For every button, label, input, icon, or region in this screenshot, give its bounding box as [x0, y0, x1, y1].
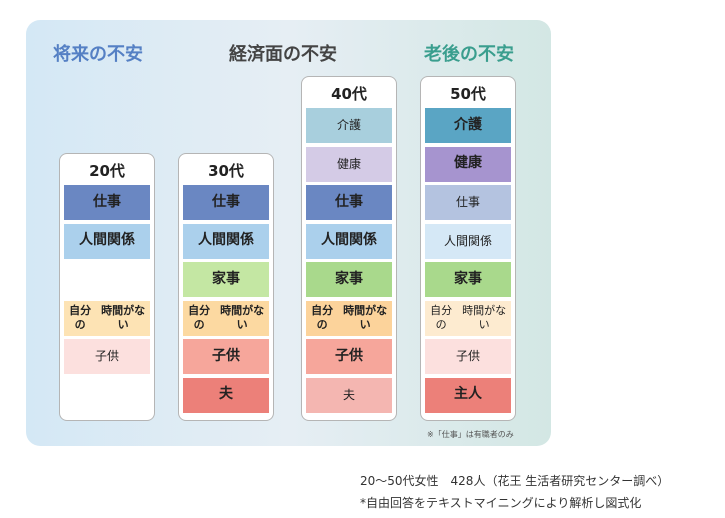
concern-cell: 子供	[183, 339, 269, 374]
concern-cell: 自分の時間がない	[64, 300, 150, 336]
concern-cell: 子供	[306, 339, 392, 374]
concern-cell: 仕事	[183, 185, 269, 220]
concern-cell: 仕事	[306, 185, 392, 220]
concern-cell: 家事	[306, 262, 392, 297]
age-column-title: 30代	[208, 162, 244, 180]
category-future-anxiety: 将来の不安	[53, 44, 143, 65]
concern-cell: 自分の時間がない	[425, 300, 511, 336]
concern-cell: 仕事	[64, 185, 150, 220]
concern-cell: 人間関係	[306, 223, 392, 259]
concern-cell: 夫	[183, 377, 269, 413]
empty-cell	[64, 262, 150, 297]
concern-cell: 介護	[306, 108, 392, 143]
concern-cell: 自分の時間がない	[183, 300, 269, 336]
job-note: ※「仕事」は有職者のみ	[427, 430, 514, 439]
age-column-40s: 40代介護健康仕事人間関係家事自分の時間がない子供夫	[301, 76, 397, 421]
concern-cell: 健康	[425, 146, 511, 182]
category-old-age-anxiety: 老後の不安	[424, 44, 514, 65]
age-column-title: 50代	[450, 85, 486, 103]
concern-cell: 介護	[425, 108, 511, 143]
survey-source: 20～50代女性 428人（花王 生活者研究センター調べ）	[360, 474, 670, 488]
concern-cell: 主人	[425, 377, 511, 413]
concern-cell: 家事	[183, 262, 269, 297]
age-column-30s: 30代仕事人間関係家事自分の時間がない子供夫	[178, 153, 274, 421]
age-column-20s: 20代仕事人間関係自分の時間がない子供	[59, 153, 155, 421]
concern-cell: 人間関係	[183, 223, 269, 259]
age-column-50s: 50代介護健康仕事人間関係家事自分の時間がない子供主人	[420, 76, 516, 421]
concern-cell: 夫	[306, 377, 392, 413]
concern-cell: 人間関係	[64, 223, 150, 259]
concern-cell: 子供	[64, 339, 150, 374]
concern-cell: 家事	[425, 262, 511, 297]
concern-cell: 仕事	[425, 185, 511, 220]
concern-cell: 子供	[425, 339, 511, 374]
concern-cell: 自分の時間がない	[306, 300, 392, 336]
category-economic-anxiety: 経済面の不安	[229, 44, 337, 65]
age-column-title: 20代	[89, 162, 125, 180]
concern-cell: 健康	[306, 146, 392, 182]
concern-cell: 人間関係	[425, 223, 511, 259]
method-footnote: *自由回答をテキストマイニングにより解析し図式化	[360, 496, 642, 510]
age-column-title: 40代	[331, 85, 367, 103]
